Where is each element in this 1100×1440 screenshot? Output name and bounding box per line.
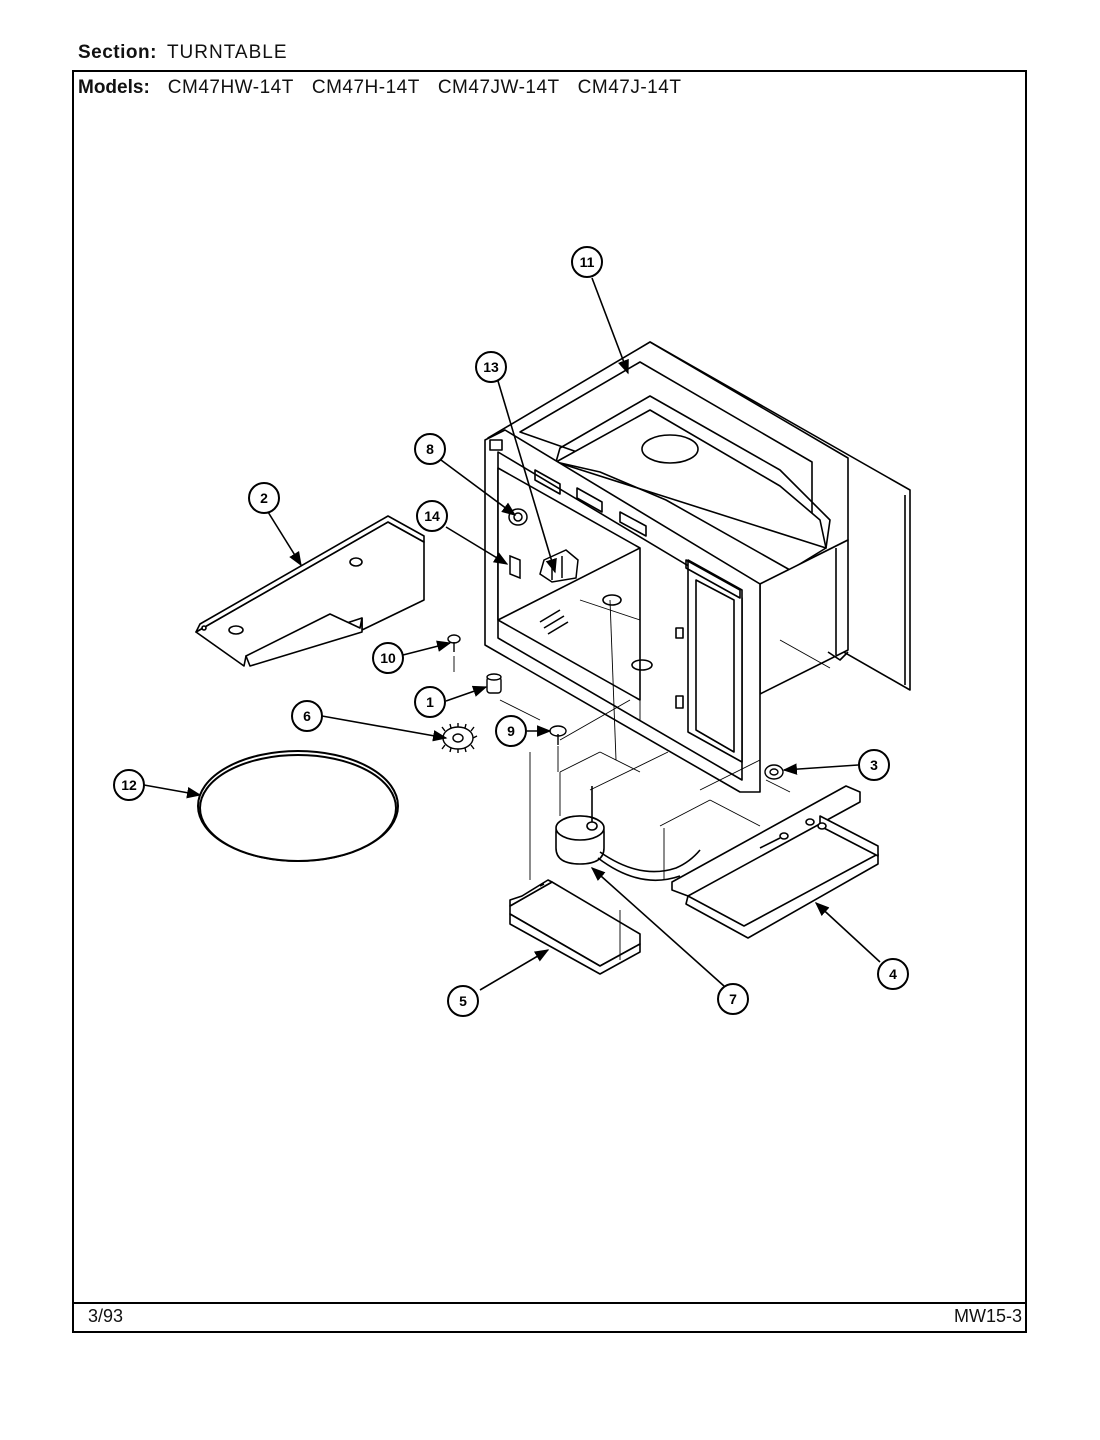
models-label: Models: <box>78 77 150 98</box>
section-value: TURNTABLE <box>166 42 288 63</box>
callout-4: 4 <box>889 966 897 982</box>
callout-8: 8 <box>426 441 434 457</box>
part-4-rail <box>671 785 879 939</box>
model-1: CM47HW-14T <box>167 77 294 98</box>
callout-5: 5 <box>459 993 467 1009</box>
footer-date: 3/93 <box>88 1306 124 1326</box>
page-frame <box>72 70 1027 1333</box>
part-7-motor <box>555 786 701 882</box>
model-4: CM47J-14T <box>577 77 682 98</box>
part-3-coupler <box>764 764 784 780</box>
part-14-clip <box>509 554 521 580</box>
callout-10: 10 <box>380 650 396 666</box>
callout-bubbles <box>113 246 909 1017</box>
section-label: Section: <box>78 42 157 63</box>
part-12-glass-tray <box>197 750 399 862</box>
part-2-cover <box>195 515 425 667</box>
part-8-grommet <box>508 508 528 526</box>
callout-2: 2 <box>260 490 268 506</box>
callout-7: 7 <box>729 991 737 1007</box>
callout-11: 11 <box>580 254 595 270</box>
callout-6: 6 <box>303 708 311 724</box>
part-1-pin <box>486 673 502 694</box>
assembly-guide-lines <box>453 599 831 960</box>
part-5-bracket <box>509 879 641 975</box>
callout-14: 14 <box>424 508 440 524</box>
model-3: CM47JW-14T <box>437 77 560 98</box>
callout-9: 9 <box>507 723 515 739</box>
footer-rule <box>73 1302 1026 1334</box>
model-2: CM47H-14T <box>311 77 420 98</box>
models-heading: Models: CM47HW-14T CM47H-14T CM47JW-14T CM47… <box>78 77 681 99</box>
callout-1: 1 <box>426 694 434 710</box>
footer-page-code: MW15-3 <box>953 1306 1022 1326</box>
callout-12: 12 <box>121 777 137 793</box>
section-heading: Section: TURNTABLE <box>78 42 288 64</box>
callout-13: 13 <box>483 359 499 375</box>
part-11-cavity <box>484 341 911 793</box>
part-9-screw <box>549 725 567 745</box>
callout-leaders <box>143 277 881 991</box>
callout-3: 3 <box>870 757 878 773</box>
part-6-gear <box>438 723 478 753</box>
